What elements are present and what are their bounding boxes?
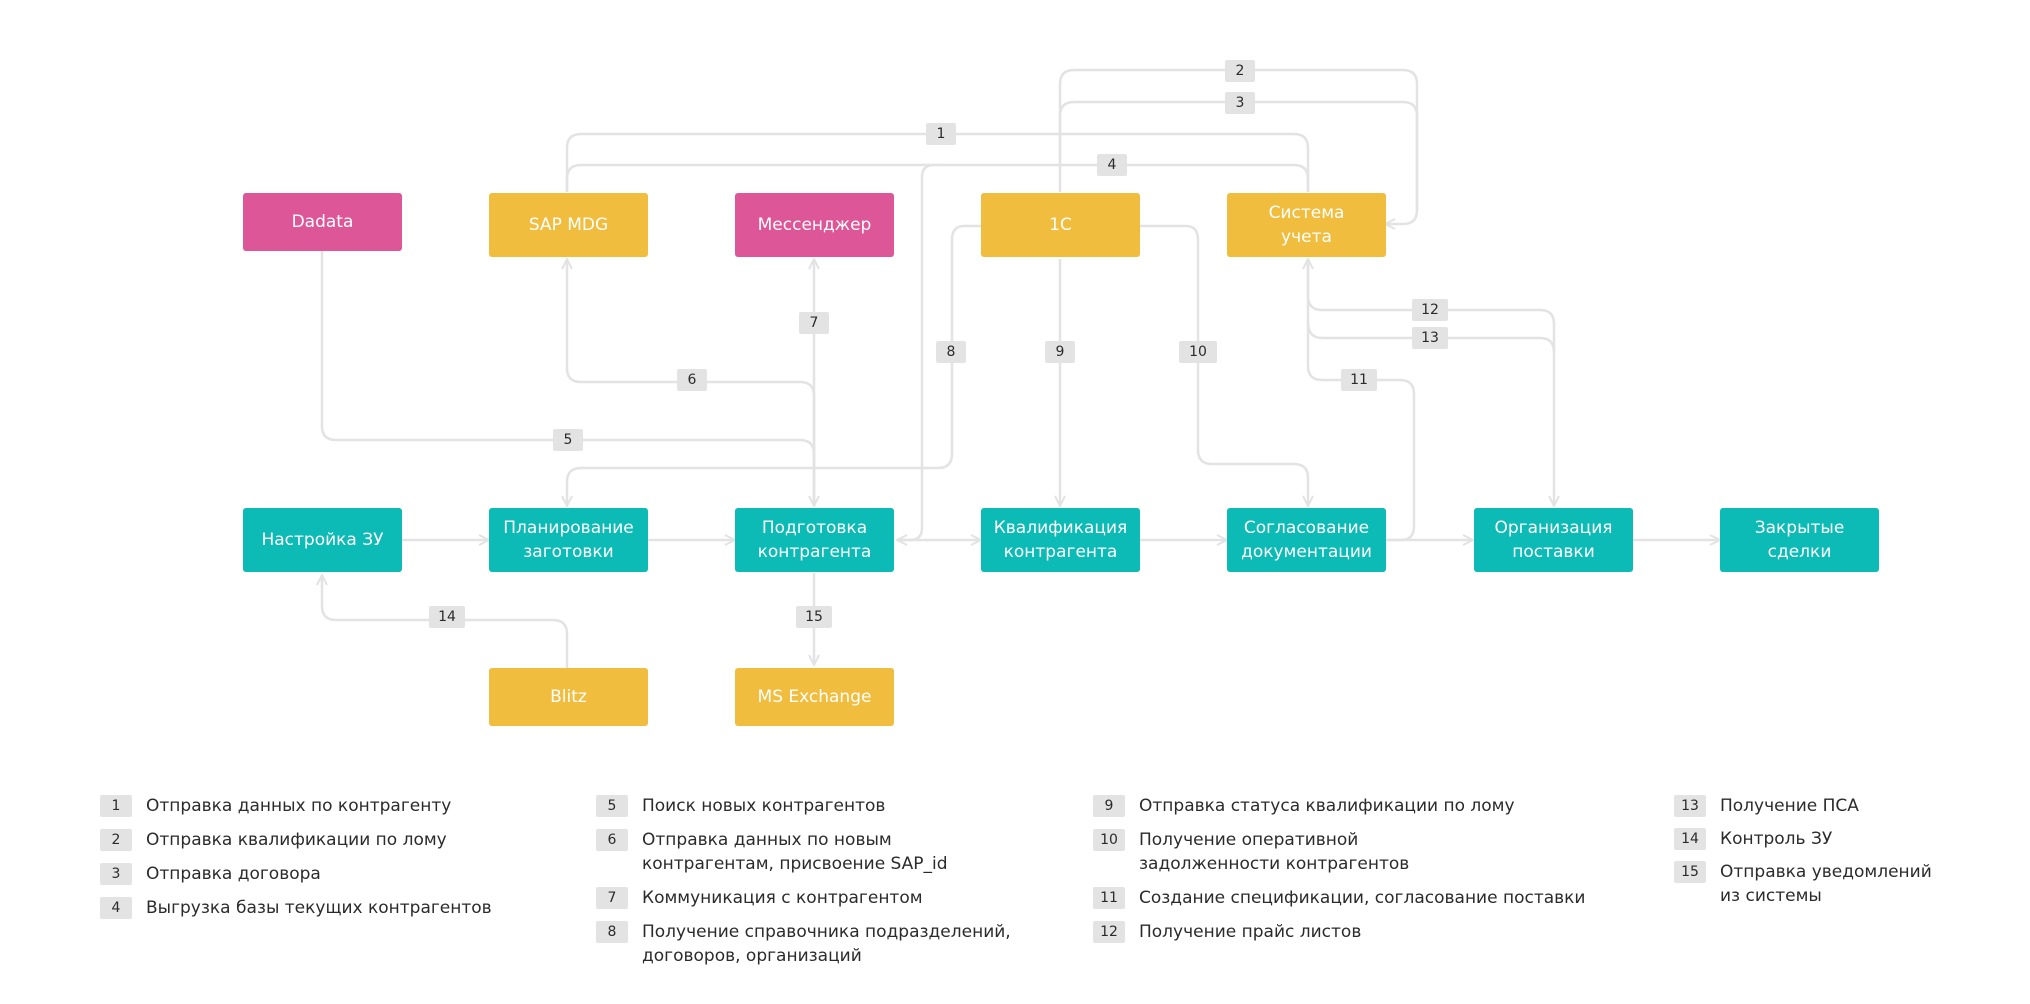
- legend-item: 9 Отправка статуса квалификации по лому: [1093, 795, 1515, 818]
- edge-label-7: 7: [799, 312, 829, 334]
- legend-item: 15 Отправка уведомлений из системы: [1674, 861, 1932, 908]
- legend-item: 6 Отправка данных по новым контрагентам,…: [596, 829, 948, 876]
- edge-label-11: 11: [1341, 369, 1377, 391]
- legend-number: 7: [596, 887, 628, 909]
- legend-text: Отправка уведомлений из системы: [1720, 862, 1932, 906]
- legend-number: 15: [1674, 861, 1706, 883]
- legend-item: 12 Получение прайс листов: [1093, 921, 1361, 944]
- legend-item: 11 Создание спецификации, согласование п…: [1093, 887, 1585, 910]
- legend-item: 1 Отправка данных по контрагенту: [100, 795, 451, 818]
- legend-text: Поиск новых контрагентов: [642, 796, 886, 816]
- node-sap-mdg[interactable]: SAP MDG: [489, 193, 648, 257]
- edge-label-4: 4: [1097, 154, 1127, 176]
- legend-text: Получение прайс листов: [1139, 922, 1362, 942]
- legend-number: 13: [1674, 795, 1706, 817]
- edge-11-path: [1308, 259, 1416, 542]
- edge-label-8: 8: [936, 341, 966, 363]
- legend-text: Отправка данных по новым контрагентам, п…: [642, 830, 948, 874]
- edge-label-10: 10: [1179, 341, 1217, 363]
- node-planning[interactable]: Планирование заготовки: [489, 508, 648, 572]
- legend-number: 12: [1093, 921, 1125, 943]
- edge-label-14: 14: [429, 606, 465, 628]
- edge-label-3: 3: [1225, 92, 1255, 114]
- legend-number: 4: [100, 897, 132, 919]
- legend-number: 3: [100, 863, 132, 885]
- legend-number: 10: [1093, 829, 1125, 851]
- legend-item: 7 Коммуникация с контрагентом: [596, 887, 923, 910]
- edge-label-1: 1: [926, 123, 956, 145]
- node-closed-deals[interactable]: Закрытые сделки: [1720, 508, 1879, 572]
- legend-item: 14 Контроль ЗУ: [1674, 828, 1832, 851]
- legend-item: 8 Получение справочника подразделений, д…: [596, 921, 1011, 968]
- legend-number: 5: [596, 795, 628, 817]
- edge-10-path: [1138, 224, 1308, 506]
- edge-4-path: [565, 163, 1310, 192]
- legend-item: 13 Получение ПСА: [1674, 795, 1859, 818]
- connectors-layer: [0, 68, 2030, 668]
- legend-number: 1: [100, 795, 132, 817]
- legend-text: Получение справочника подразделений, дог…: [642, 922, 1011, 966]
- edge-label-5: 5: [553, 429, 583, 451]
- legend-number: 6: [596, 829, 628, 851]
- legend-item: 2 Отправка квалификации по лому: [100, 829, 447, 852]
- edge-label-6: 6: [677, 369, 707, 391]
- legend-number: 2: [100, 829, 132, 851]
- legend-item: 5 Поиск новых контрагентов: [596, 795, 885, 818]
- legend-text: Создание спецификации, согласование пост…: [1139, 888, 1586, 908]
- node-blitz[interactable]: Blitz: [489, 668, 648, 726]
- node-setup-zu[interactable]: Настройка ЗУ: [243, 508, 402, 572]
- edge-label-13: 13: [1412, 327, 1448, 349]
- node-qualification[interactable]: Квалификация контрагента: [981, 508, 1140, 572]
- legend-number: 11: [1093, 887, 1125, 909]
- node-1c[interactable]: 1С: [981, 193, 1140, 257]
- edge-label-15: 15: [796, 606, 832, 628]
- integration-diagram: Dadata SAP MDG Мессенджер 1С Система уче…: [0, 60, 2030, 726]
- legend-text: Отправка квалификации по лому: [146, 830, 447, 850]
- legend-text: Выгрузка базы текущих контрагентов: [146, 898, 492, 918]
- legend-number: 14: [1674, 828, 1706, 850]
- edge-4-branch: [897, 163, 937, 540]
- legend-number: 9: [1093, 795, 1125, 817]
- legend-text: Контроль ЗУ: [1720, 829, 1833, 849]
- edge-label-12: 12: [1412, 299, 1448, 321]
- legend-text: Отправка статуса квалификации по лому: [1139, 796, 1515, 816]
- legend-item: 3 Отправка договора: [100, 863, 321, 886]
- legend-text: Коммуникация с контрагентом: [642, 888, 923, 908]
- edge-8-path: [567, 224, 982, 506]
- node-messenger[interactable]: Мессенджер: [735, 193, 894, 257]
- edge-2-path: [1058, 68, 1419, 224]
- node-delivery-org[interactable]: Организация поставки: [1474, 508, 1633, 572]
- legend-text: Получение ПСА: [1720, 796, 1859, 816]
- legend-number: 8: [596, 921, 628, 943]
- node-ms-exchange[interactable]: MS Exchange: [735, 668, 894, 726]
- legend-text: Отправка договора: [146, 864, 321, 884]
- edge-label-2: 2: [1225, 60, 1255, 82]
- legend-text: Отправка данных по контрагенту: [146, 796, 452, 816]
- legend-text: Получение оперативной задолженности конт…: [1139, 830, 1410, 874]
- legend-item: 4 Выгрузка базы текущих контрагентов: [100, 897, 492, 920]
- node-accounting-system[interactable]: Система учета: [1227, 193, 1386, 257]
- node-counterparty-prep[interactable]: Подготовка контрагента: [735, 508, 894, 572]
- node-dadata[interactable]: Dadata: [243, 193, 402, 251]
- node-doc-approval[interactable]: Согласование документации: [1227, 508, 1386, 572]
- legend-item: 10 Получение оперативной задолженности к…: [1093, 829, 1409, 876]
- edge-label-9: 9: [1045, 341, 1075, 363]
